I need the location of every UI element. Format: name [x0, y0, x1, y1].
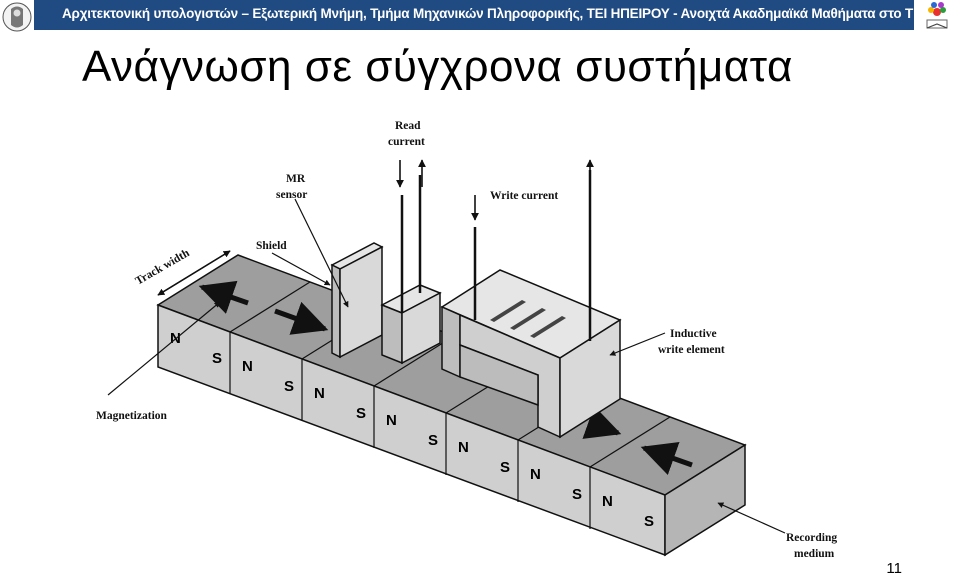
pole-label: N	[314, 385, 325, 402]
open-courses-logo	[914, 0, 960, 36]
read-current-label-line1: Read	[395, 120, 421, 132]
recording-medium-label-line2: medium	[794, 548, 835, 560]
pole-label: N	[458, 439, 469, 456]
shield-label: Shield	[256, 240, 287, 252]
pole-label: N	[242, 358, 253, 375]
inductive-label-line2: write element	[658, 344, 725, 356]
inductive-label-line1: Inductive	[670, 328, 717, 340]
pole-label: S	[572, 486, 582, 503]
pole-label: N	[530, 466, 541, 483]
pole-label: N	[602, 493, 613, 510]
pole-label: S	[212, 350, 222, 367]
pole-label: S	[356, 405, 366, 422]
recording-medium-label-line1: Recording	[786, 532, 837, 544]
magnetic-head-diagram: N S N S N S N S N S N S N S	[90, 115, 890, 565]
header-text: Αρχιτεκτονική υπολογιστών – Εξωτερική Μν…	[62, 6, 960, 21]
write-current-label: Write current	[490, 190, 558, 202]
pole-label: S	[284, 378, 294, 395]
pole-label: S	[428, 432, 438, 449]
magnetization-label: Magnetization	[96, 410, 168, 422]
institution-logo	[0, 0, 34, 34]
pole-label: S	[644, 513, 654, 530]
mr-sensor-block	[382, 175, 440, 363]
read-current-label-line2: current	[388, 136, 425, 148]
mr-sensor-label-line2: sensor	[276, 189, 307, 201]
pole-label: N	[386, 412, 397, 429]
track-width-label: Track width	[134, 247, 193, 288]
pole-label: S	[500, 459, 510, 476]
page-title: Ανάγνωση σε σύγχρονα συστήματα	[82, 42, 793, 92]
page-number: 11	[886, 560, 902, 577]
header-bar: Αρχιτεκτονική υπολογιστών – Εξωτερική Μν…	[0, 0, 960, 30]
mr-sensor-label-line1: MR	[286, 173, 306, 185]
